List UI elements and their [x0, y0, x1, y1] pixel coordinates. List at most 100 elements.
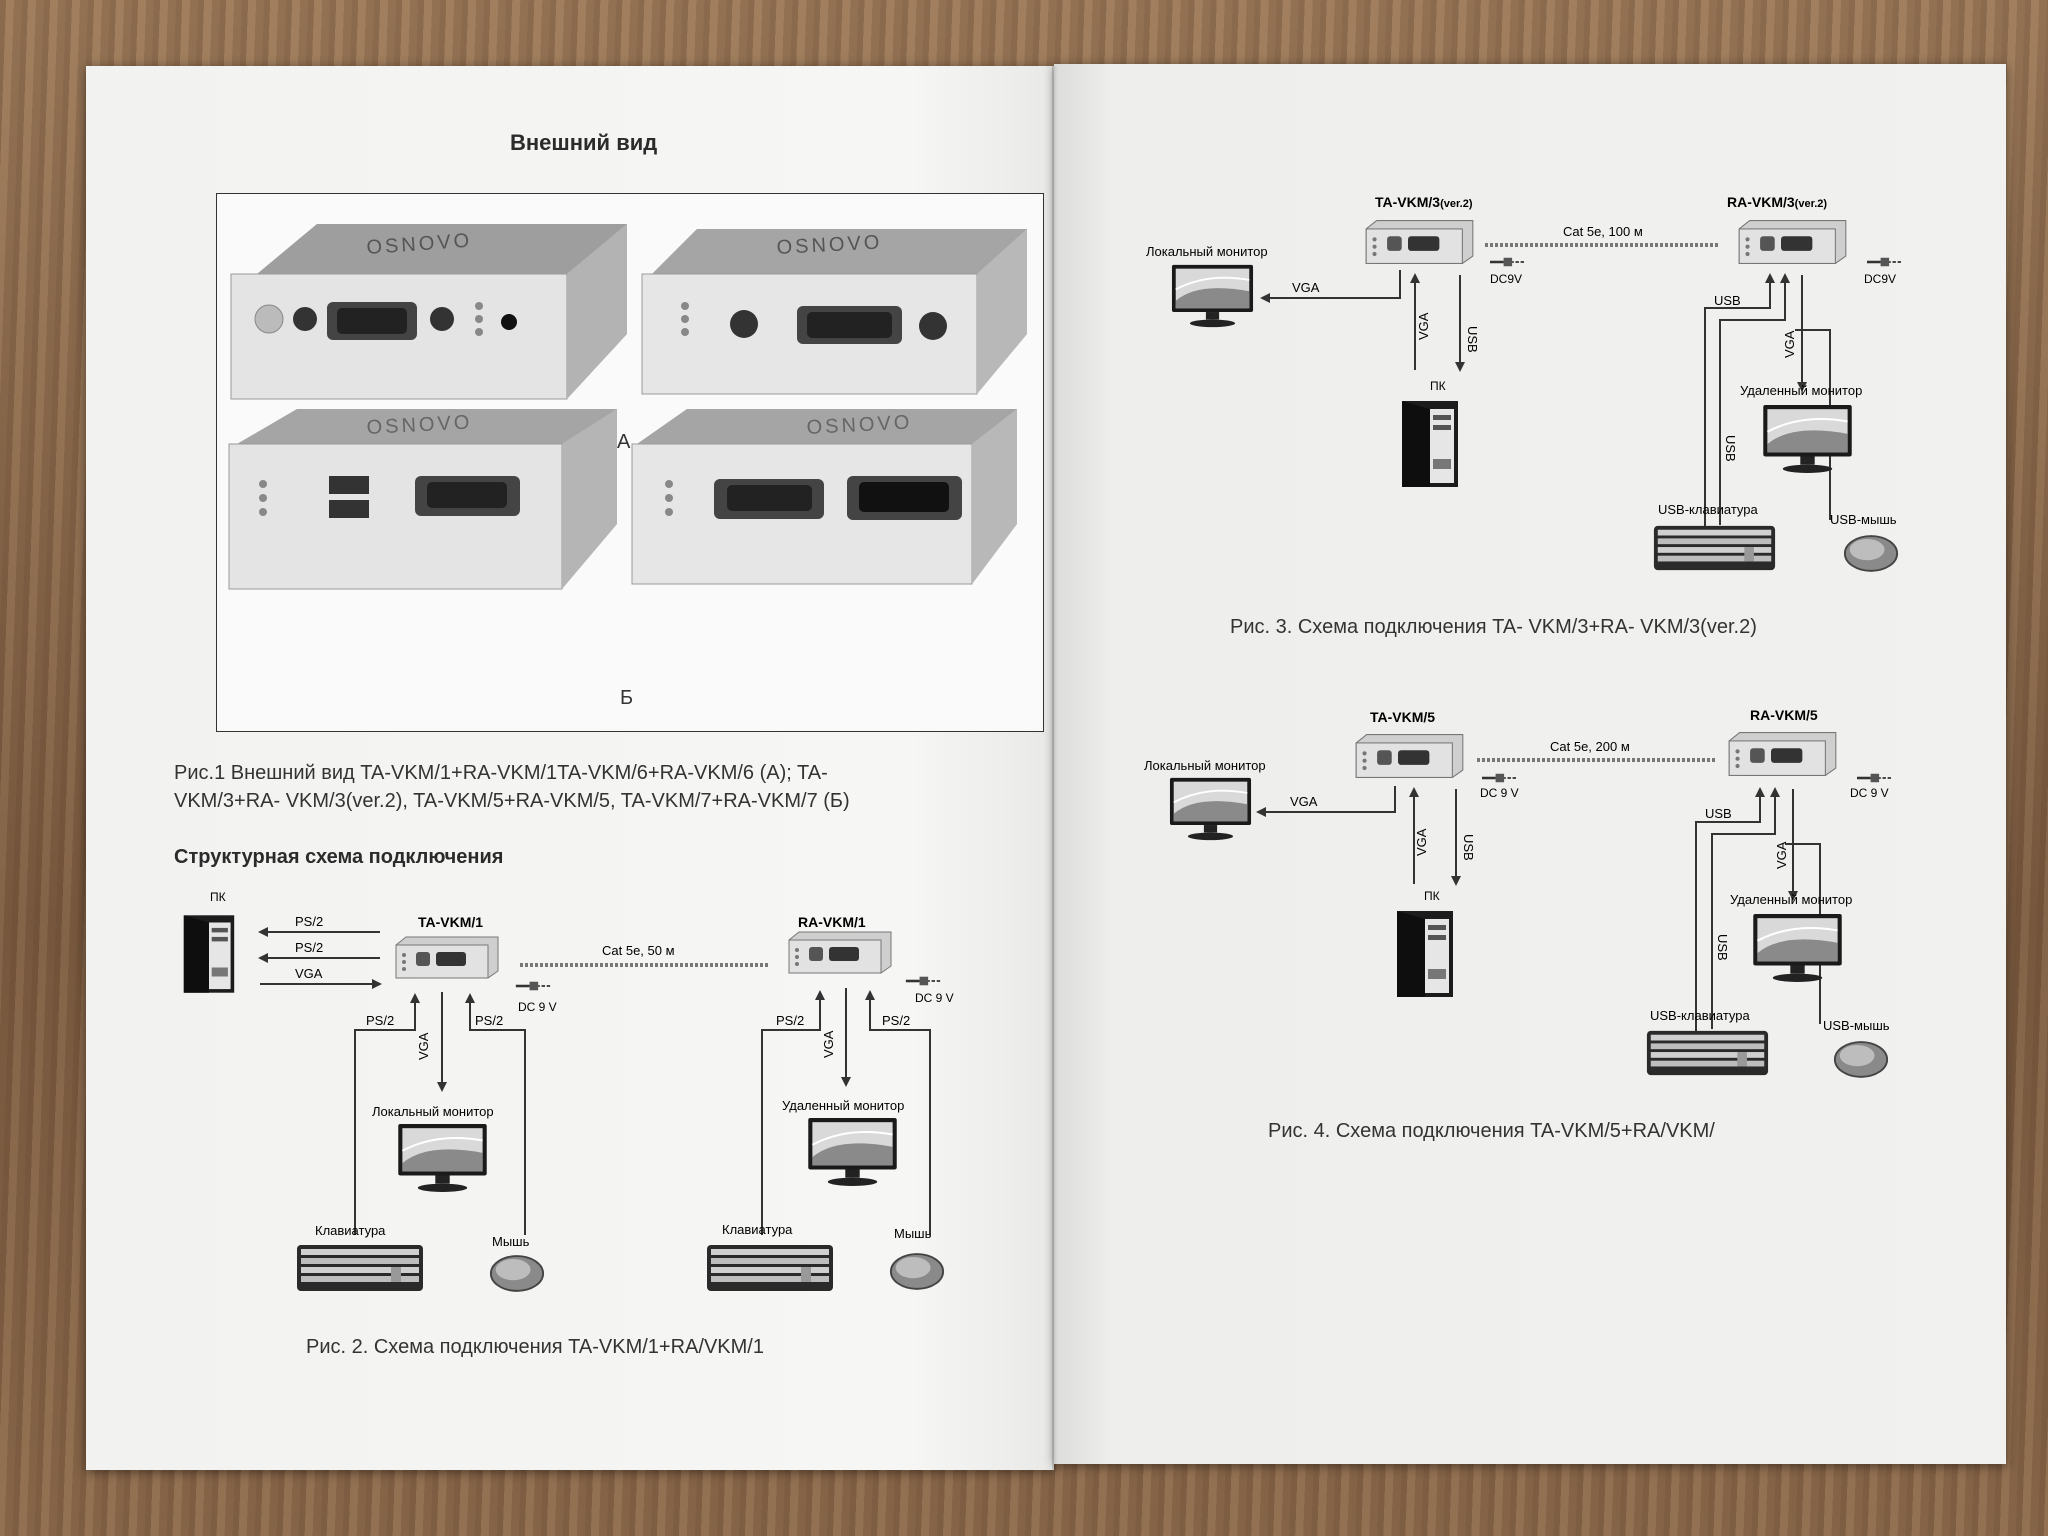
- dc-plug-right: [1867, 256, 1901, 268]
- fig4-diagram: TA-VKM/5 RA-VKM/5 Cat 5e, 200 м Локальны…: [1144, 707, 1891, 1078]
- ra-vkm5-device: [1728, 732, 1837, 776]
- photo-label-b: Б: [620, 687, 633, 709]
- fig2-ps2-l1: PS/2: [366, 1013, 394, 1028]
- keyboard-icon: [1653, 525, 1776, 571]
- fig4-mouse: USB-мышь: [1823, 1018, 1890, 1033]
- fig3-keyboard: USB-клавиатура: [1658, 502, 1759, 517]
- fig1-caption-line2: VKM/3+RA- VKM/3(ver.2), TA-VKM/5+RA-VKM/…: [174, 790, 850, 812]
- fig2-ps2-r1: PS/2: [776, 1013, 804, 1028]
- section-title: Структурная схема подключения: [174, 846, 504, 868]
- fig3-caption: Рис. 3. Схема подключения TA- VKM/3+RA- …: [1230, 616, 1757, 638]
- local-monitor-icon: [1169, 776, 1252, 842]
- fig2-dc-right: DC 9 V: [915, 991, 954, 1005]
- heading-appearance: Внешний вид: [510, 130, 658, 155]
- fig2-dc-left: DC 9 V: [518, 1000, 557, 1014]
- fig2-mouse-l: Мышь: [492, 1234, 530, 1249]
- fig4-vga-r: VGA: [1774, 841, 1789, 869]
- fig3-usb-r: USB: [1714, 293, 1741, 308]
- fig4-caption: Рис. 4. Схема подключения TA-VKM/5+RA/VK…: [1268, 1120, 1715, 1142]
- local-monitor-icon: [1171, 263, 1254, 329]
- device-b-right: [631, 409, 1017, 585]
- fig2-vga: VGA: [295, 966, 323, 981]
- mouse-icon: [1833, 1041, 1889, 1078]
- ta-vkm5-device: [1355, 734, 1464, 778]
- fig1-caption-line1: Рис.1 Внешний вид TA-VKM/1+RA-VKM/1TA-VK…: [174, 762, 828, 784]
- fig3-vga-v: VGA: [1416, 312, 1431, 340]
- fig2-vga-r: VGA: [821, 1030, 836, 1058]
- fig4-pc: ПК: [1424, 889, 1440, 903]
- product-photo-frame: OSNOVO OSNOVO А OSNOVO: [216, 193, 1044, 732]
- fig3-dc-right: DC9V: [1864, 272, 1896, 286]
- remote-monitor-icon: [1762, 404, 1853, 474]
- fig2-pc-label: ПК: [210, 890, 226, 904]
- remote-monitor-icon: [807, 1117, 898, 1187]
- keyboard-icon: [1646, 1030, 1769, 1076]
- photo-label-a: А: [617, 431, 631, 453]
- fig2-ps2-l2: PS/2: [475, 1013, 503, 1028]
- fig2-keyboard-l: Клавиатура: [315, 1223, 386, 1238]
- pc-icon: [1402, 401, 1458, 487]
- keyboard-icon: [707, 1245, 833, 1291]
- fig3-dc-left: DC9V: [1490, 272, 1522, 286]
- fig2-cable: Cat 5e, 50 м: [602, 943, 675, 958]
- fig4-ta: TA-VKM/5: [1370, 709, 1435, 725]
- mouse-icon: [1843, 535, 1899, 572]
- dc-plug-right: [905, 975, 941, 987]
- dc-plug-left: [515, 980, 551, 992]
- ta-vkm3-device: [1365, 220, 1474, 264]
- fig4-dc-right: DC 9 V: [1850, 786, 1889, 800]
- fig2-local-monitor: Локальный монитор: [372, 1104, 494, 1119]
- fig4-usb-v: USB: [1461, 834, 1476, 861]
- fig4-ra: RA-VKM/5: [1750, 707, 1818, 723]
- fig3-cable: Cat 5e, 100 м: [1563, 224, 1643, 239]
- fig2-ra-label: RA-VKM/1: [798, 914, 866, 930]
- mouse-icon: [489, 1255, 545, 1292]
- fig3-vga-h: VGA: [1292, 280, 1320, 295]
- dc-plug-left: [1482, 772, 1516, 784]
- fig4-cable: Cat 5e, 200 м: [1550, 739, 1630, 754]
- fig4-vga-h: VGA: [1290, 794, 1318, 809]
- fig4-local-monitor: Локальный монитор: [1144, 758, 1266, 773]
- fig3-local-monitor: Локальный монитор: [1146, 244, 1268, 259]
- dc-plug-left: [1490, 256, 1524, 268]
- fig4-remote-monitor: Удаленный монитор: [1730, 892, 1852, 907]
- fig2-mouse-r: Мышь: [894, 1226, 932, 1241]
- fig4-vga-v: VGA: [1414, 828, 1429, 856]
- fig3-ta: TA-VKM/3(ver.2): [1375, 194, 1473, 210]
- fig3-remote-monitor: Удаленный монитор: [1740, 383, 1862, 398]
- pc-icon: [1397, 911, 1453, 997]
- ta-vkm1-device: [395, 936, 499, 979]
- fig4-usb-r: USB: [1705, 806, 1732, 821]
- fig3-mouse: USB-мышь: [1830, 512, 1897, 527]
- fig2-ps2-a: PS/2: [295, 914, 323, 929]
- fig2-ps2-r2: PS/2: [882, 1013, 910, 1028]
- fig3-usb-r2: USB: [1723, 435, 1738, 462]
- fig2-ps2-b: PS/2: [295, 940, 323, 955]
- fig2-diagram: ПК PS/2 PS/2 VGA TA-VKM/1 RA-VKM/1 Cat 5…: [183, 890, 954, 1292]
- fig2-vga-l: VGA: [416, 1032, 431, 1060]
- page-fold: [1052, 66, 1058, 1470]
- device-b-left: [228, 409, 617, 590]
- fig2-keyboard-r: Клавиатура: [722, 1222, 793, 1237]
- device-a-transmitter: [230, 224, 627, 400]
- fig3-vga-r: VGA: [1782, 330, 1797, 358]
- fig3-pc: ПК: [1430, 379, 1446, 393]
- fig3-diagram: TA-VKM/3(ver.2) RA-VKM/3(ver.2) Cat 5e, …: [1146, 194, 1901, 572]
- dc-plug-right: [1857, 772, 1891, 784]
- fig2-ta-label: TA-VKM/1: [418, 914, 483, 930]
- device-a-receiver: [641, 229, 1027, 395]
- fig3-ra: RA-VKM/3(ver.2): [1727, 194, 1827, 210]
- fig2-caption: Рис. 2. Схема подключения TA-VKM/1+RA/VK…: [306, 1336, 764, 1358]
- mouse-icon: [889, 1253, 945, 1290]
- pc-icon: [183, 915, 235, 993]
- remote-monitor-icon: [1752, 913, 1843, 983]
- fig4-keyboard: USB-клавиатура: [1650, 1008, 1751, 1023]
- product-photo: OSNOVO OSNOVO А OSNOVO: [228, 224, 1027, 709]
- fig2-remote-monitor: Удаленный монитор: [782, 1098, 904, 1113]
- keyboard-icon: [297, 1245, 423, 1291]
- fig4-dc-left: DC 9 V: [1480, 786, 1519, 800]
- ra-vkm3-device: [1738, 220, 1847, 264]
- local-monitor-icon: [397, 1123, 488, 1193]
- fig4-usb-r2: USB: [1715, 934, 1730, 961]
- ra-vkm1-device: [788, 931, 892, 974]
